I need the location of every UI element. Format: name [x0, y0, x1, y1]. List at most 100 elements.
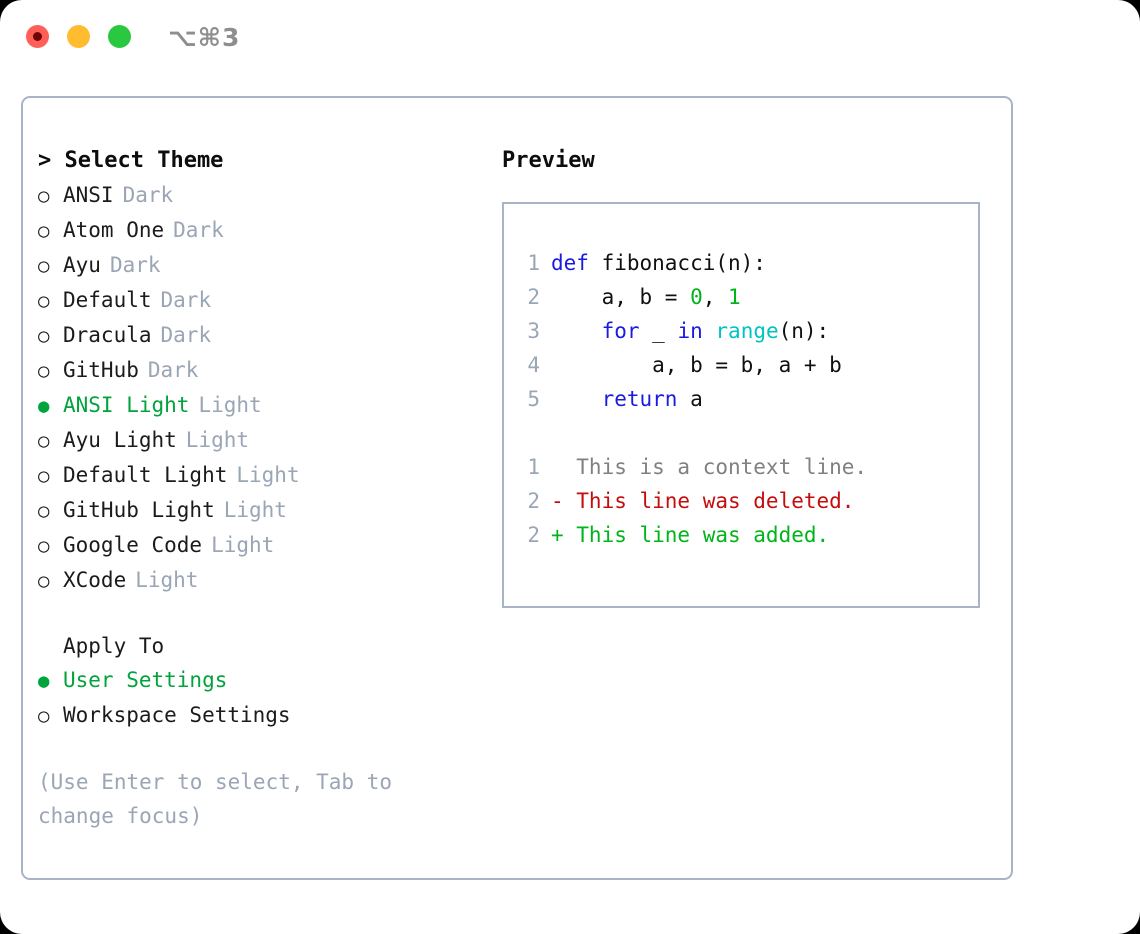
keyboard-shortcut-label: ⌥⌘3 [168, 23, 241, 52]
apply-to-heading: Apply To [63, 634, 165, 658]
diff-line-text: + This line was added. [551, 523, 830, 547]
radio-unselected-icon: ○ [38, 220, 50, 242]
code-line-text: a, b = b, a + b [551, 348, 842, 382]
radio-unselected-icon: ○ [38, 360, 50, 382]
theme-option-name: Default Light [63, 463, 228, 487]
theme-option-name: Atom One [63, 218, 165, 242]
apply-to-option-name: User Settings [63, 668, 228, 692]
preview-heading: Preview [502, 148, 595, 173]
diff-line-text: - This line was deleted. [551, 489, 855, 513]
code-token-plain: a, b = [551, 285, 691, 309]
theme-option[interactable]: ○ Default Dark [38, 283, 478, 318]
radio-unselected-icon: ○ [38, 500, 50, 522]
radio-unselected-icon: ○ [38, 535, 50, 557]
theme-option[interactable]: ○ Ayu Dark [38, 248, 478, 283]
title-bar: ⌥⌘3 [0, 0, 1140, 78]
code-token-plain: _ [639, 319, 678, 343]
apply-to-list: ● User Settings ○ Workspace Settings [38, 663, 478, 733]
theme-option-name: ANSI Light [63, 393, 190, 417]
zoom-button[interactable] [108, 25, 131, 48]
apply-to-option-name: Workspace Settings [63, 703, 291, 727]
theme-option-name: Ayu [63, 253, 101, 277]
theme-option-kind: Light [211, 533, 275, 557]
radio-unselected-icon: ○ [38, 325, 50, 347]
code-token-plain [551, 319, 602, 343]
diff-line-ctx: 1 This is a context line. [512, 450, 972, 484]
code-token-plain: a, b = b, a + b [551, 353, 842, 377]
diff-line-number: 1 [527, 455, 540, 479]
radio-unselected-icon: ○ [38, 430, 50, 452]
radio-unselected-icon: ○ [38, 705, 50, 727]
code-line: 3 for _ in range(n): [512, 314, 972, 348]
radio-selected-icon: ● [38, 395, 50, 417]
theme-option[interactable]: ● ANSI Light Light [38, 388, 478, 423]
close-button[interactable] [26, 25, 49, 48]
theme-option-kind: Dark [109, 253, 161, 277]
radio-unselected-icon: ○ [38, 185, 50, 207]
code-line-number: 1 [527, 251, 540, 275]
diff-line-del: 2 - This line was deleted. [512, 484, 972, 518]
code-line-number: 3 [527, 319, 540, 343]
theme-option-kind: Dark [122, 183, 174, 207]
diff-line-number: 2 [527, 489, 540, 513]
code-token-kw: for [601, 319, 640, 343]
code-token-plain [703, 319, 716, 343]
theme-option-name: GitHub [63, 358, 139, 382]
apply-to-option[interactable]: ○ Workspace Settings [38, 698, 478, 733]
hint-spacer [38, 733, 478, 765]
code-token-plain: (n): [778, 319, 830, 343]
code-token-kw: return [601, 387, 678, 411]
radio-unselected-icon: ○ [38, 290, 50, 312]
minimize-button[interactable] [67, 25, 90, 48]
code-line-text: for _ in range(n): [551, 314, 830, 348]
code-token-num: 0 [690, 285, 703, 309]
code-line-text: a, b = 0, 1 [551, 280, 741, 314]
code-token-kw: in [677, 319, 703, 343]
radio-unselected-icon: ○ [38, 570, 50, 592]
diff-sample: 1 This is a context line. 2 - This line wa… [512, 450, 972, 552]
code-token-plain: a [677, 387, 703, 411]
diff-line-add: 2 + This line was added. [512, 518, 972, 552]
code-line-number: 5 [527, 387, 540, 411]
select-theme-heading: > Select Theme [38, 148, 224, 173]
code-line-number: 4 [527, 353, 540, 377]
radio-selected-icon: ● [38, 670, 50, 692]
theme-option-kind: Light [198, 393, 262, 417]
diff-line-text: This is a context line. [551, 455, 868, 479]
apply-to-option[interactable]: ● User Settings [38, 663, 478, 698]
theme-option[interactable]: ○ Google Code Light [38, 528, 478, 563]
code-line: 5 return a [512, 382, 972, 416]
diff-line-number: 2 [527, 523, 540, 547]
code-line: 1 def fibonacci(n): [512, 246, 972, 280]
code-line: 4 a, b = b, a + b [512, 348, 972, 382]
keyboard-hint-text: (Use Enter to select, Tab to change focu… [38, 770, 393, 828]
theme-option-kind: Dark [160, 288, 212, 312]
list-spacer [38, 598, 478, 629]
theme-option[interactable]: ○ Atom One Dark [38, 213, 478, 248]
code-token-plain: , [702, 285, 729, 309]
code-line-number: 2 [527, 285, 540, 309]
code-token-kw: def [551, 251, 602, 275]
code-token-plain [551, 387, 602, 411]
theme-option-kind: Dark [160, 323, 212, 347]
theme-option-name: Ayu Light [63, 428, 177, 452]
radio-unselected-icon: ○ [38, 255, 50, 277]
theme-option-name: Google Code [63, 533, 203, 557]
code-line-text: def fibonacci(n): [551, 246, 766, 280]
theme-option-kind: Dark [173, 218, 224, 242]
theme-option-name: Default [63, 288, 152, 312]
